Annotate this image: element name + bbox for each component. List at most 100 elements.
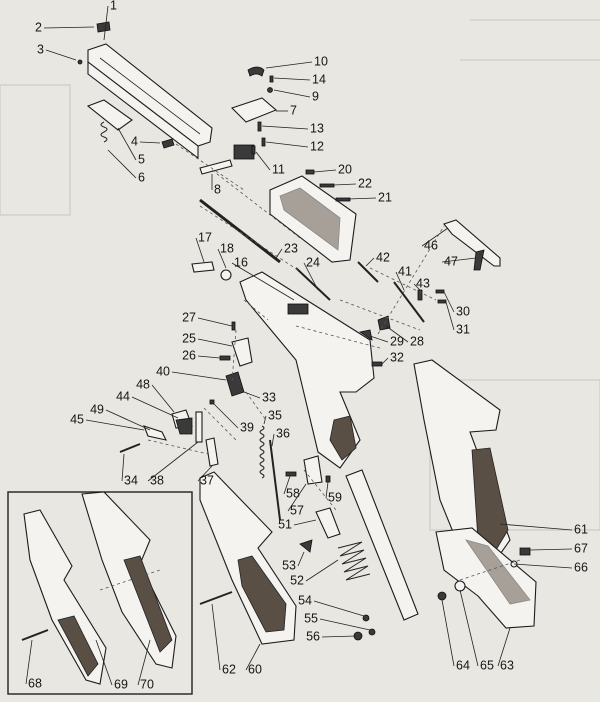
- part-27: [231, 321, 236, 331]
- leader-line-41: [395, 271, 405, 291]
- part-label-23: 23: [284, 241, 298, 255]
- part-label-30: 30: [456, 304, 470, 318]
- leader-line-21: [347, 197, 377, 200]
- leader-line-51: [293, 519, 317, 526]
- part-label-9: 9: [312, 89, 319, 103]
- part-38: [195, 411, 203, 443]
- leader-line-64: [441, 599, 455, 667]
- part-label-68: 68: [28, 676, 42, 690]
- leader-line-53: [297, 551, 305, 567]
- part-label-52: 52: [290, 573, 304, 587]
- part-magazine: [345, 469, 419, 621]
- part-frame: [239, 271, 375, 469]
- part-label-63: 63: [500, 658, 514, 672]
- leader-line-35: [263, 415, 267, 425]
- leader-line-47: [441, 257, 477, 263]
- assembly-line-10: [295, 325, 381, 349]
- leader-line-67: [529, 548, 573, 551]
- part-64: [437, 591, 447, 601]
- part-22: [319, 183, 335, 188]
- leader-line-20: [313, 169, 337, 173]
- leader-line-3: [45, 49, 77, 61]
- part-label-24: 24: [306, 255, 320, 269]
- assembly-line-6: [147, 439, 209, 455]
- leader-line-55: [319, 618, 371, 631]
- part-63-palm-rest: [435, 527, 537, 629]
- leader-line-63: [497, 627, 511, 667]
- part-35-spring: [259, 425, 265, 479]
- leader-line-44: [131, 396, 179, 419]
- part-52-spring: [337, 541, 371, 581]
- part-57: [303, 455, 323, 485]
- part-label-2: 2: [35, 20, 42, 34]
- part-53: [299, 539, 313, 553]
- part-14: [269, 75, 274, 83]
- leader-line-46: [421, 227, 449, 247]
- part-label-8: 8: [214, 182, 221, 196]
- leader-line-32: [381, 357, 389, 365]
- part-label-34: 34: [124, 473, 138, 487]
- part-39: [209, 399, 215, 405]
- part-label-56: 56: [306, 629, 320, 643]
- part-label-7: 7: [290, 103, 297, 117]
- leader-line-66: [513, 563, 573, 569]
- part-26: [219, 355, 231, 361]
- leader-line-11: [255, 151, 271, 171]
- part-label-54: 54: [298, 593, 312, 607]
- part-10: [247, 66, 265, 77]
- part-2: [96, 21, 111, 33]
- part-label-1: 1: [110, 0, 117, 12]
- assembly-line-8: [369, 267, 437, 301]
- assembly-line-12: [303, 469, 337, 511]
- part-label-10: 10: [314, 54, 328, 68]
- part-51: [315, 507, 341, 539]
- part-41: [393, 281, 425, 323]
- part-label-47: 47: [444, 254, 458, 268]
- part-label-55: 55: [304, 611, 318, 625]
- part-13: [257, 121, 262, 132]
- part-5: [86, 99, 133, 131]
- part-label-44: 44: [116, 389, 130, 403]
- part-62-screw: [199, 591, 233, 605]
- part-55: [368, 628, 376, 636]
- part-65: [454, 580, 466, 592]
- part-58: [285, 471, 297, 477]
- part-label-4: 4: [131, 134, 138, 148]
- leader-line-58: [283, 475, 291, 495]
- part-54: [362, 614, 370, 622]
- part-17: [191, 261, 215, 273]
- part-18: [220, 269, 232, 281]
- part-29: [358, 329, 373, 341]
- part-4: [161, 138, 175, 149]
- leader-line-57: [287, 483, 307, 512]
- part-23-rod: [199, 198, 281, 264]
- leader-line-70: [137, 639, 151, 686]
- leader-line-10: [265, 61, 313, 69]
- leader-line-38: [147, 441, 199, 482]
- part-label-60: 60: [248, 662, 262, 676]
- assembly-line-1: [199, 205, 299, 271]
- leader-line-40: [171, 371, 227, 381]
- background-ghost-print: [0, 19, 600, 531]
- leader-line-62: [211, 603, 221, 671]
- part-label-45: 45: [70, 412, 84, 426]
- part-label-48: 48: [136, 377, 150, 391]
- part-label-11: 11: [272, 162, 285, 176]
- leader-line-6: [107, 149, 137, 179]
- leader-line-1: [103, 5, 109, 41]
- part-37: [205, 437, 219, 467]
- part-label-37: 37: [200, 473, 214, 487]
- leader-line-60: [245, 643, 261, 671]
- part-label-36: 36: [276, 426, 290, 440]
- part-label-38: 38: [150, 473, 164, 487]
- part-30: [435, 289, 445, 294]
- assembly-line-3: [243, 299, 269, 321]
- leader-line-69: [95, 639, 113, 686]
- part-36-rod: [269, 439, 281, 521]
- leader-lines: [25, 5, 573, 686]
- part-label-22: 22: [358, 176, 372, 190]
- leader-line-34: [121, 453, 125, 482]
- part-21: [335, 197, 351, 202]
- assembly-line-0: [211, 169, 301, 239]
